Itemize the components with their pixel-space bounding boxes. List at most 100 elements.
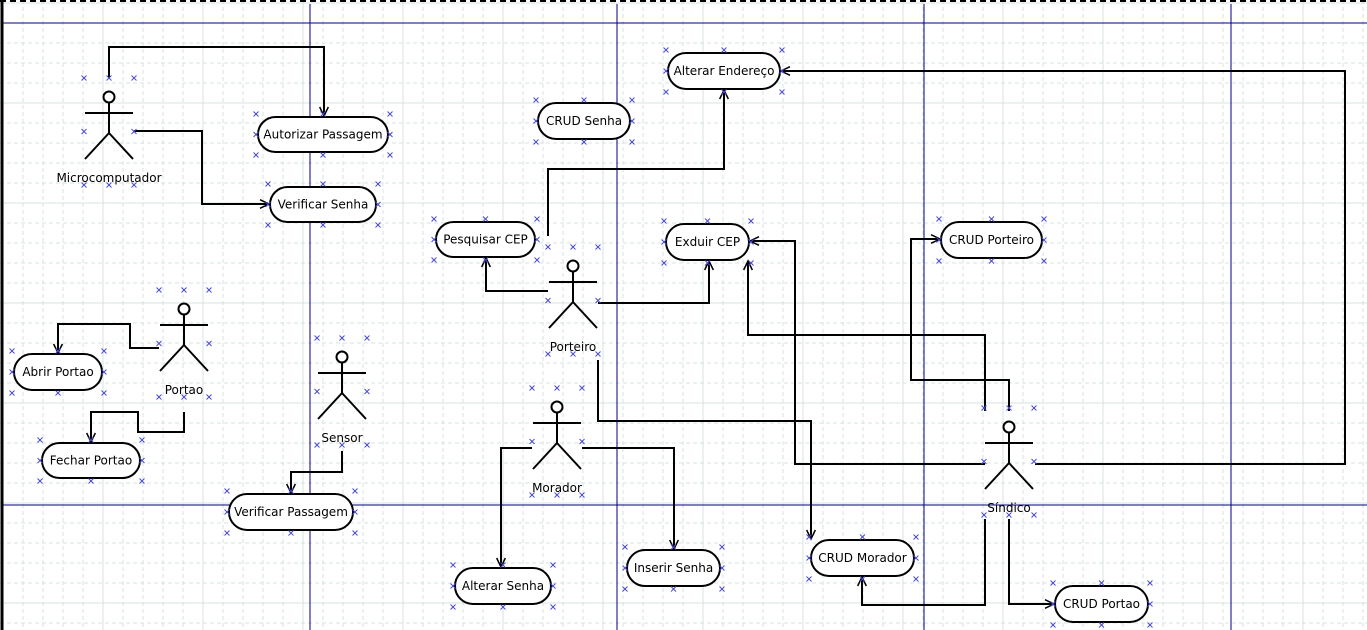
actor-microcomputador[interactable]: Microcomputador <box>56 90 162 186</box>
use-case-ellipse[interactable] <box>13 353 103 391</box>
selection-handle[interactable] <box>81 128 87 135</box>
association-line[interactable] <box>1008 519 1054 605</box>
selection-handle[interactable] <box>1050 580 1056 586</box>
use-case-alterar-endereco[interactable]: Alterar Endereço <box>667 52 781 90</box>
association-line[interactable] <box>90 411 185 442</box>
selection-handle[interactable] <box>320 111 326 117</box>
selection-handle[interactable] <box>661 218 667 224</box>
selection-handle[interactable] <box>339 442 345 448</box>
selection-handle[interactable] <box>550 562 556 568</box>
selection-handle[interactable] <box>988 258 995 264</box>
selection-handle[interactable] <box>806 555 812 561</box>
use-case-ellipse[interactable] <box>257 116 389 153</box>
association-line[interactable] <box>582 447 675 549</box>
selection-handle[interactable] <box>375 201 381 208</box>
selection-handle[interactable] <box>1031 512 1037 518</box>
selection-handle[interactable] <box>981 405 987 411</box>
selection-handle[interactable] <box>224 509 230 515</box>
selection-handle[interactable] <box>661 239 667 245</box>
selection-handle[interactable] <box>431 236 437 243</box>
selection-handle[interactable] <box>629 139 635 145</box>
association-line[interactable] <box>750 240 985 465</box>
association-line[interactable] <box>747 261 986 411</box>
selection-handle[interactable] <box>1147 580 1153 586</box>
selection-handle[interactable] <box>936 258 942 264</box>
selection-handle[interactable] <box>595 244 601 250</box>
selection-handle[interactable] <box>545 297 551 304</box>
selection-handle[interactable] <box>500 604 506 610</box>
use-case-ellipse[interactable] <box>41 442 141 479</box>
selection-handle[interactable] <box>545 351 551 357</box>
selection-handle[interactable] <box>1031 405 1037 411</box>
selection-handle[interactable] <box>364 442 370 448</box>
selection-handle[interactable] <box>156 394 162 400</box>
selection-handle[interactable] <box>156 340 162 347</box>
association-sensor-to-verificar-passagem[interactable] <box>285 451 343 495</box>
selection-handle[interactable] <box>224 530 230 536</box>
selection-handle[interactable] <box>581 97 587 103</box>
selection-handle[interactable] <box>859 534 866 540</box>
selection-handle[interactable] <box>534 257 540 263</box>
selection-handle[interactable] <box>545 244 551 250</box>
selection-handle[interactable] <box>595 297 601 304</box>
actor-porteiro[interactable]: Porteiro <box>548 259 598 355</box>
selection-handle[interactable] <box>913 555 919 561</box>
association-line[interactable] <box>597 360 812 539</box>
selection-handle[interactable] <box>1050 601 1056 607</box>
selection-handle[interactable] <box>314 335 320 341</box>
selection-handle[interactable] <box>101 390 107 396</box>
selection-handle[interactable] <box>253 152 259 158</box>
selection-handle[interactable] <box>554 385 560 391</box>
selection-handle[interactable] <box>622 565 628 571</box>
selection-handle[interactable] <box>533 97 539 103</box>
selection-handle[interactable] <box>595 351 601 357</box>
use-case-verificar-passagem[interactable]: Verificar Passagem <box>228 493 354 531</box>
selection-handle[interactable] <box>450 562 456 568</box>
use-case-crud-porteiro[interactable]: CRUD Porteiro <box>940 221 1043 259</box>
selection-handle[interactable] <box>206 287 212 293</box>
selection-handle[interactable] <box>748 260 754 266</box>
use-case-ellipse[interactable] <box>810 539 915 577</box>
selection-handle[interactable] <box>265 201 271 208</box>
association-line[interactable] <box>781 70 1346 465</box>
selection-handle[interactable] <box>9 369 15 375</box>
selection-handle[interactable] <box>206 394 212 400</box>
selection-handle[interactable] <box>748 239 754 245</box>
use-case-ellipse[interactable] <box>228 493 354 531</box>
selection-handle[interactable] <box>554 492 560 498</box>
selection-handle[interactable] <box>663 47 669 53</box>
association-line[interactable] <box>910 238 1010 411</box>
selection-handle[interactable] <box>579 492 585 498</box>
selection-handle[interactable] <box>1050 622 1056 628</box>
use-case-pesquisar-cep[interactable]: Pesquisar CEP <box>435 221 536 258</box>
selection-handle[interactable] <box>131 75 137 81</box>
use-case-excluir-cep[interactable]: Exduir CEP <box>665 223 750 261</box>
selection-handle[interactable] <box>88 437 94 443</box>
association-line[interactable] <box>485 258 548 292</box>
selection-handle[interactable] <box>570 244 576 250</box>
selection-handle[interactable] <box>81 75 87 81</box>
selection-handle[interactable] <box>224 488 230 494</box>
selection-handle[interactable] <box>721 89 727 95</box>
selection-handle[interactable] <box>806 534 812 540</box>
selection-handle[interactable] <box>288 488 294 494</box>
selection-handle[interactable] <box>37 478 43 484</box>
association-sindico-to-excluir-cep[interactable] <box>742 259 986 411</box>
use-case-crud-portao[interactable]: CRUD Portao <box>1054 585 1149 623</box>
use-case-crud-morador[interactable]: CRUD Morador <box>810 539 915 577</box>
selection-handle[interactable] <box>88 478 94 484</box>
use-case-alterar-senha[interactable]: Alterar Senha <box>454 567 552 605</box>
use-case-abrir-portao[interactable]: Abrir Portao <box>13 353 103 391</box>
selection-handle[interactable] <box>661 260 667 266</box>
selection-handle[interactable] <box>913 576 919 582</box>
selection-handle[interactable] <box>131 182 137 188</box>
selection-handle[interactable] <box>253 111 259 117</box>
selection-handle[interactable] <box>450 583 456 589</box>
selection-handle[interactable] <box>550 583 556 589</box>
selection-handle[interactable] <box>936 216 942 222</box>
selection-handle[interactable] <box>704 218 711 224</box>
use-case-ellipse[interactable] <box>1054 585 1149 623</box>
selection-handle[interactable] <box>622 586 628 592</box>
selection-handle[interactable] <box>314 442 320 448</box>
selection-handle[interactable] <box>55 390 61 396</box>
